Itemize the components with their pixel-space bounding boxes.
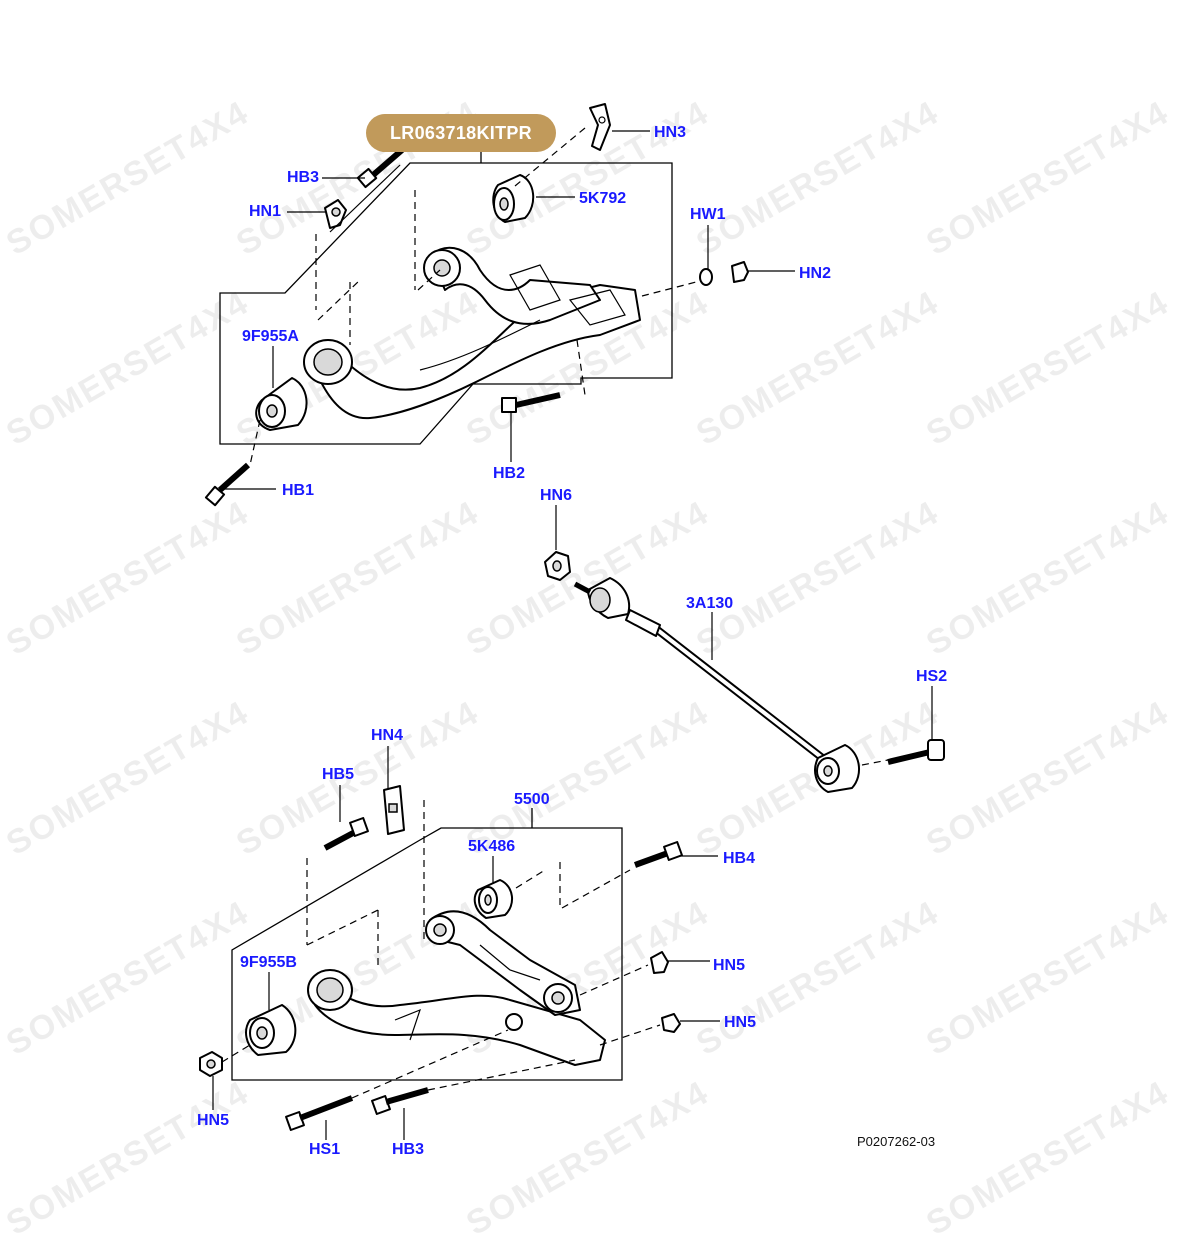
label-hb3-bottom: HB3 — [392, 1141, 425, 1158]
label-hn6: HN6 — [540, 487, 573, 504]
label-hn5-left: HN5 — [197, 1112, 230, 1129]
bolt-hb4 — [633, 841, 683, 868]
label-5500: 5500 — [514, 791, 550, 808]
label-hb3-top: HB3 — [287, 169, 320, 186]
label-hb4: HB4 — [723, 850, 756, 867]
kit-part-badge: LR063718KITPR — [366, 114, 556, 152]
bolt-hb3-top — [356, 147, 404, 189]
label-3a130: 3A130 — [686, 595, 734, 612]
lower-label-leaders — [212, 746, 720, 1140]
label-hn1: HN1 — [249, 203, 282, 220]
nut-hn1 — [324, 199, 347, 229]
label-hb1: HB1 — [282, 482, 315, 499]
bolt-hb1 — [204, 462, 250, 507]
label-hb5: HB5 — [322, 766, 355, 783]
label-hn4: HN4 — [371, 727, 404, 744]
label-hs1: HS1 — [309, 1141, 341, 1158]
nut-hn5-left — [199, 1051, 223, 1077]
label-9f955b: 9F955B — [240, 954, 297, 971]
track-rod-3a130 — [573, 577, 861, 793]
lower-control-arm-5500 — [314, 910, 606, 1066]
bracket-hn3 — [589, 103, 611, 151]
label-hw1: HW1 — [690, 206, 726, 223]
bolt-hb3-bottom — [371, 1087, 429, 1115]
upper-dash-lines — [249, 127, 701, 466]
lower-dash-lines — [221, 800, 661, 1099]
bracket-hn4 — [383, 785, 405, 835]
label-hs2: HS2 — [916, 668, 948, 685]
label-5k792: 5K792 — [579, 190, 627, 207]
label-9f955a: 9F955A — [242, 328, 299, 345]
label-hn5-mid: HN5 — [713, 957, 746, 974]
label-hb2: HB2 — [493, 465, 526, 482]
nut-hn2 — [731, 261, 749, 283]
label-hn2: HN2 — [799, 265, 832, 282]
label-5k486: 5K486 — [468, 838, 516, 855]
drawing-canvas — [199, 103, 945, 1140]
bush-9f955b — [245, 969, 353, 1056]
bush-9f955a — [255, 339, 353, 431]
nut-hn5-mid — [650, 951, 669, 974]
lower-arm-bracket — [231, 808, 623, 1081]
bush-5k486 — [473, 879, 513, 919]
upper-label-leaders — [223, 130, 795, 490]
bolt-hb2 — [501, 392, 561, 413]
bush-5k792 — [492, 174, 535, 223]
bolt-hs1 — [285, 1095, 354, 1131]
bolt-hs2 — [887, 739, 945, 765]
bolt-hb5 — [323, 817, 369, 851]
label-hn5-right: HN5 — [724, 1014, 757, 1031]
upper-control-arm — [319, 246, 641, 420]
nut-hn5-right — [661, 1013, 681, 1033]
nut-hn6 — [544, 551, 571, 581]
washer-hw1 — [699, 268, 713, 286]
parts-diagram: SOMERSET4X4 SOMERSET4X4 SOMERSET4X4 SOME… — [0, 93, 1176, 1243]
diagram-reference-number: P0207262-03 — [857, 1134, 936, 1149]
mid-leaders — [555, 505, 933, 766]
label-hn3: HN3 — [654, 124, 687, 141]
